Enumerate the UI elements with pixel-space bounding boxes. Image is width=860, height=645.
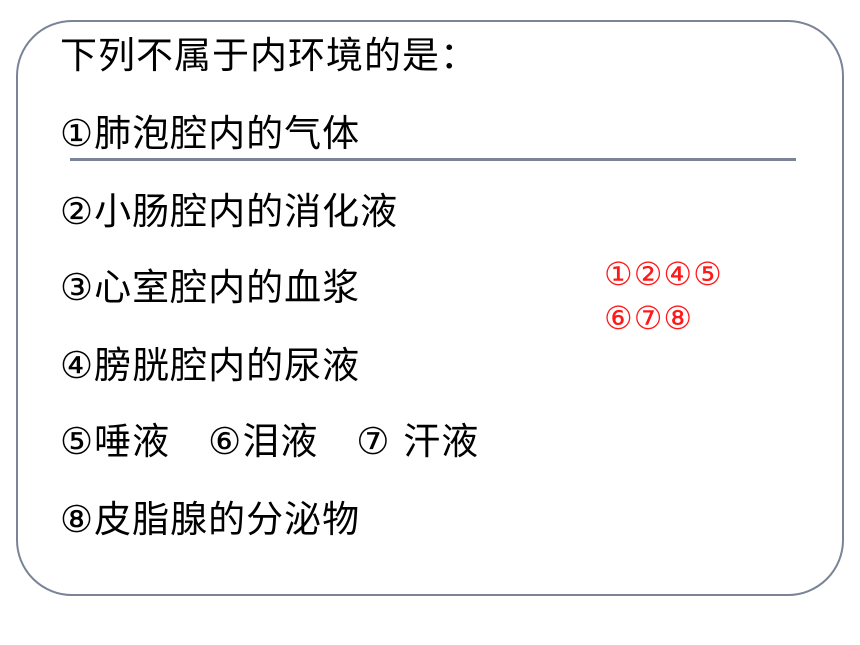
answer-line-2: ⑥⑦⑧ — [604, 299, 694, 337]
option-2: ②小肠腔内的消化液 — [60, 190, 399, 233]
option-5-6-7: ⑤唾液 ⑥泪液 ⑦ 汗液 — [60, 420, 480, 463]
answer-line-1: ①②④⑤ — [604, 255, 723, 293]
option-1: ①肺泡腔内的气体 — [60, 112, 361, 155]
option-4: ④膀胱腔内的尿液 — [60, 344, 361, 387]
divider-line — [70, 158, 796, 161]
question-title: 下列不属于内环境的是： — [60, 34, 478, 77]
answer-text: ①②④⑤ ⑥⑦⑧ — [604, 252, 804, 340]
option-8: ⑧皮脂腺的分泌物 — [60, 498, 361, 541]
option-3: ③心室腔内的血浆 — [60, 266, 361, 309]
question-panel — [16, 20, 844, 596]
